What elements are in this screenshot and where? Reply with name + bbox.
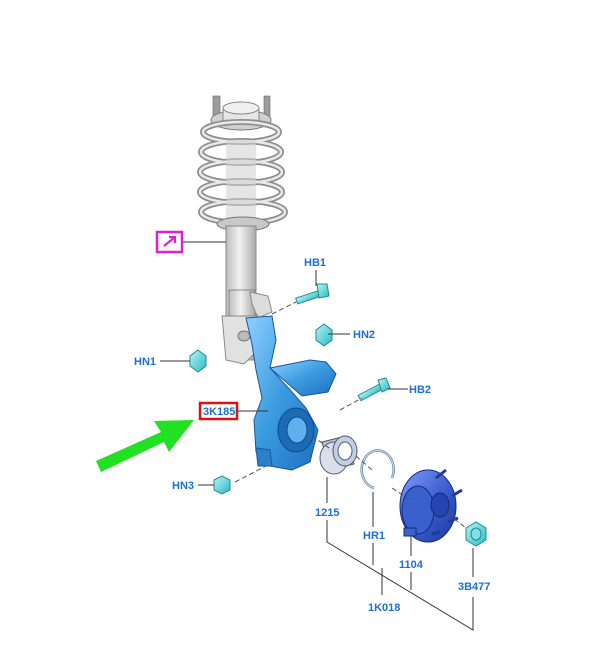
external-link-icon[interactable] bbox=[155, 230, 184, 254]
strut-assembly bbox=[197, 95, 288, 365]
wheel-hub bbox=[399, 468, 463, 543]
assembly-lines bbox=[234, 301, 467, 529]
label-circlip[interactable]: HR1 bbox=[363, 530, 385, 542]
green-arrow-icon bbox=[96, 420, 194, 472]
wheel-bearing bbox=[319, 435, 358, 475]
nut-hn1 bbox=[189, 349, 207, 373]
label-hb2[interactable]: HB2 bbox=[409, 384, 431, 396]
circlip bbox=[360, 449, 395, 490]
label-hub[interactable]: 1104 bbox=[399, 559, 424, 571]
nut-hn3 bbox=[213, 475, 231, 495]
label-kit[interactable]: 1K018 bbox=[368, 602, 400, 614]
hub-nut bbox=[465, 521, 487, 547]
label-hn2[interactable]: HN2 bbox=[353, 329, 375, 341]
knuckle-highlight-box bbox=[198, 401, 239, 421]
bolt-hb1 bbox=[295, 283, 330, 305]
label-bearing[interactable]: 1215 bbox=[315, 507, 339, 519]
steering-knuckle bbox=[245, 315, 337, 471]
nut-hn2 bbox=[315, 323, 333, 347]
label-hn1[interactable]: HN1 bbox=[134, 356, 156, 368]
label-hb1[interactable]: HB1 bbox=[304, 257, 326, 269]
label-nut[interactable]: 3B477 bbox=[458, 581, 490, 593]
label-knuckle[interactable]: 3K185 bbox=[203, 406, 235, 418]
label-hn3[interactable]: HN3 bbox=[172, 480, 194, 492]
leader-lines bbox=[160, 241, 474, 631]
bolt-hb2 bbox=[357, 377, 391, 402]
